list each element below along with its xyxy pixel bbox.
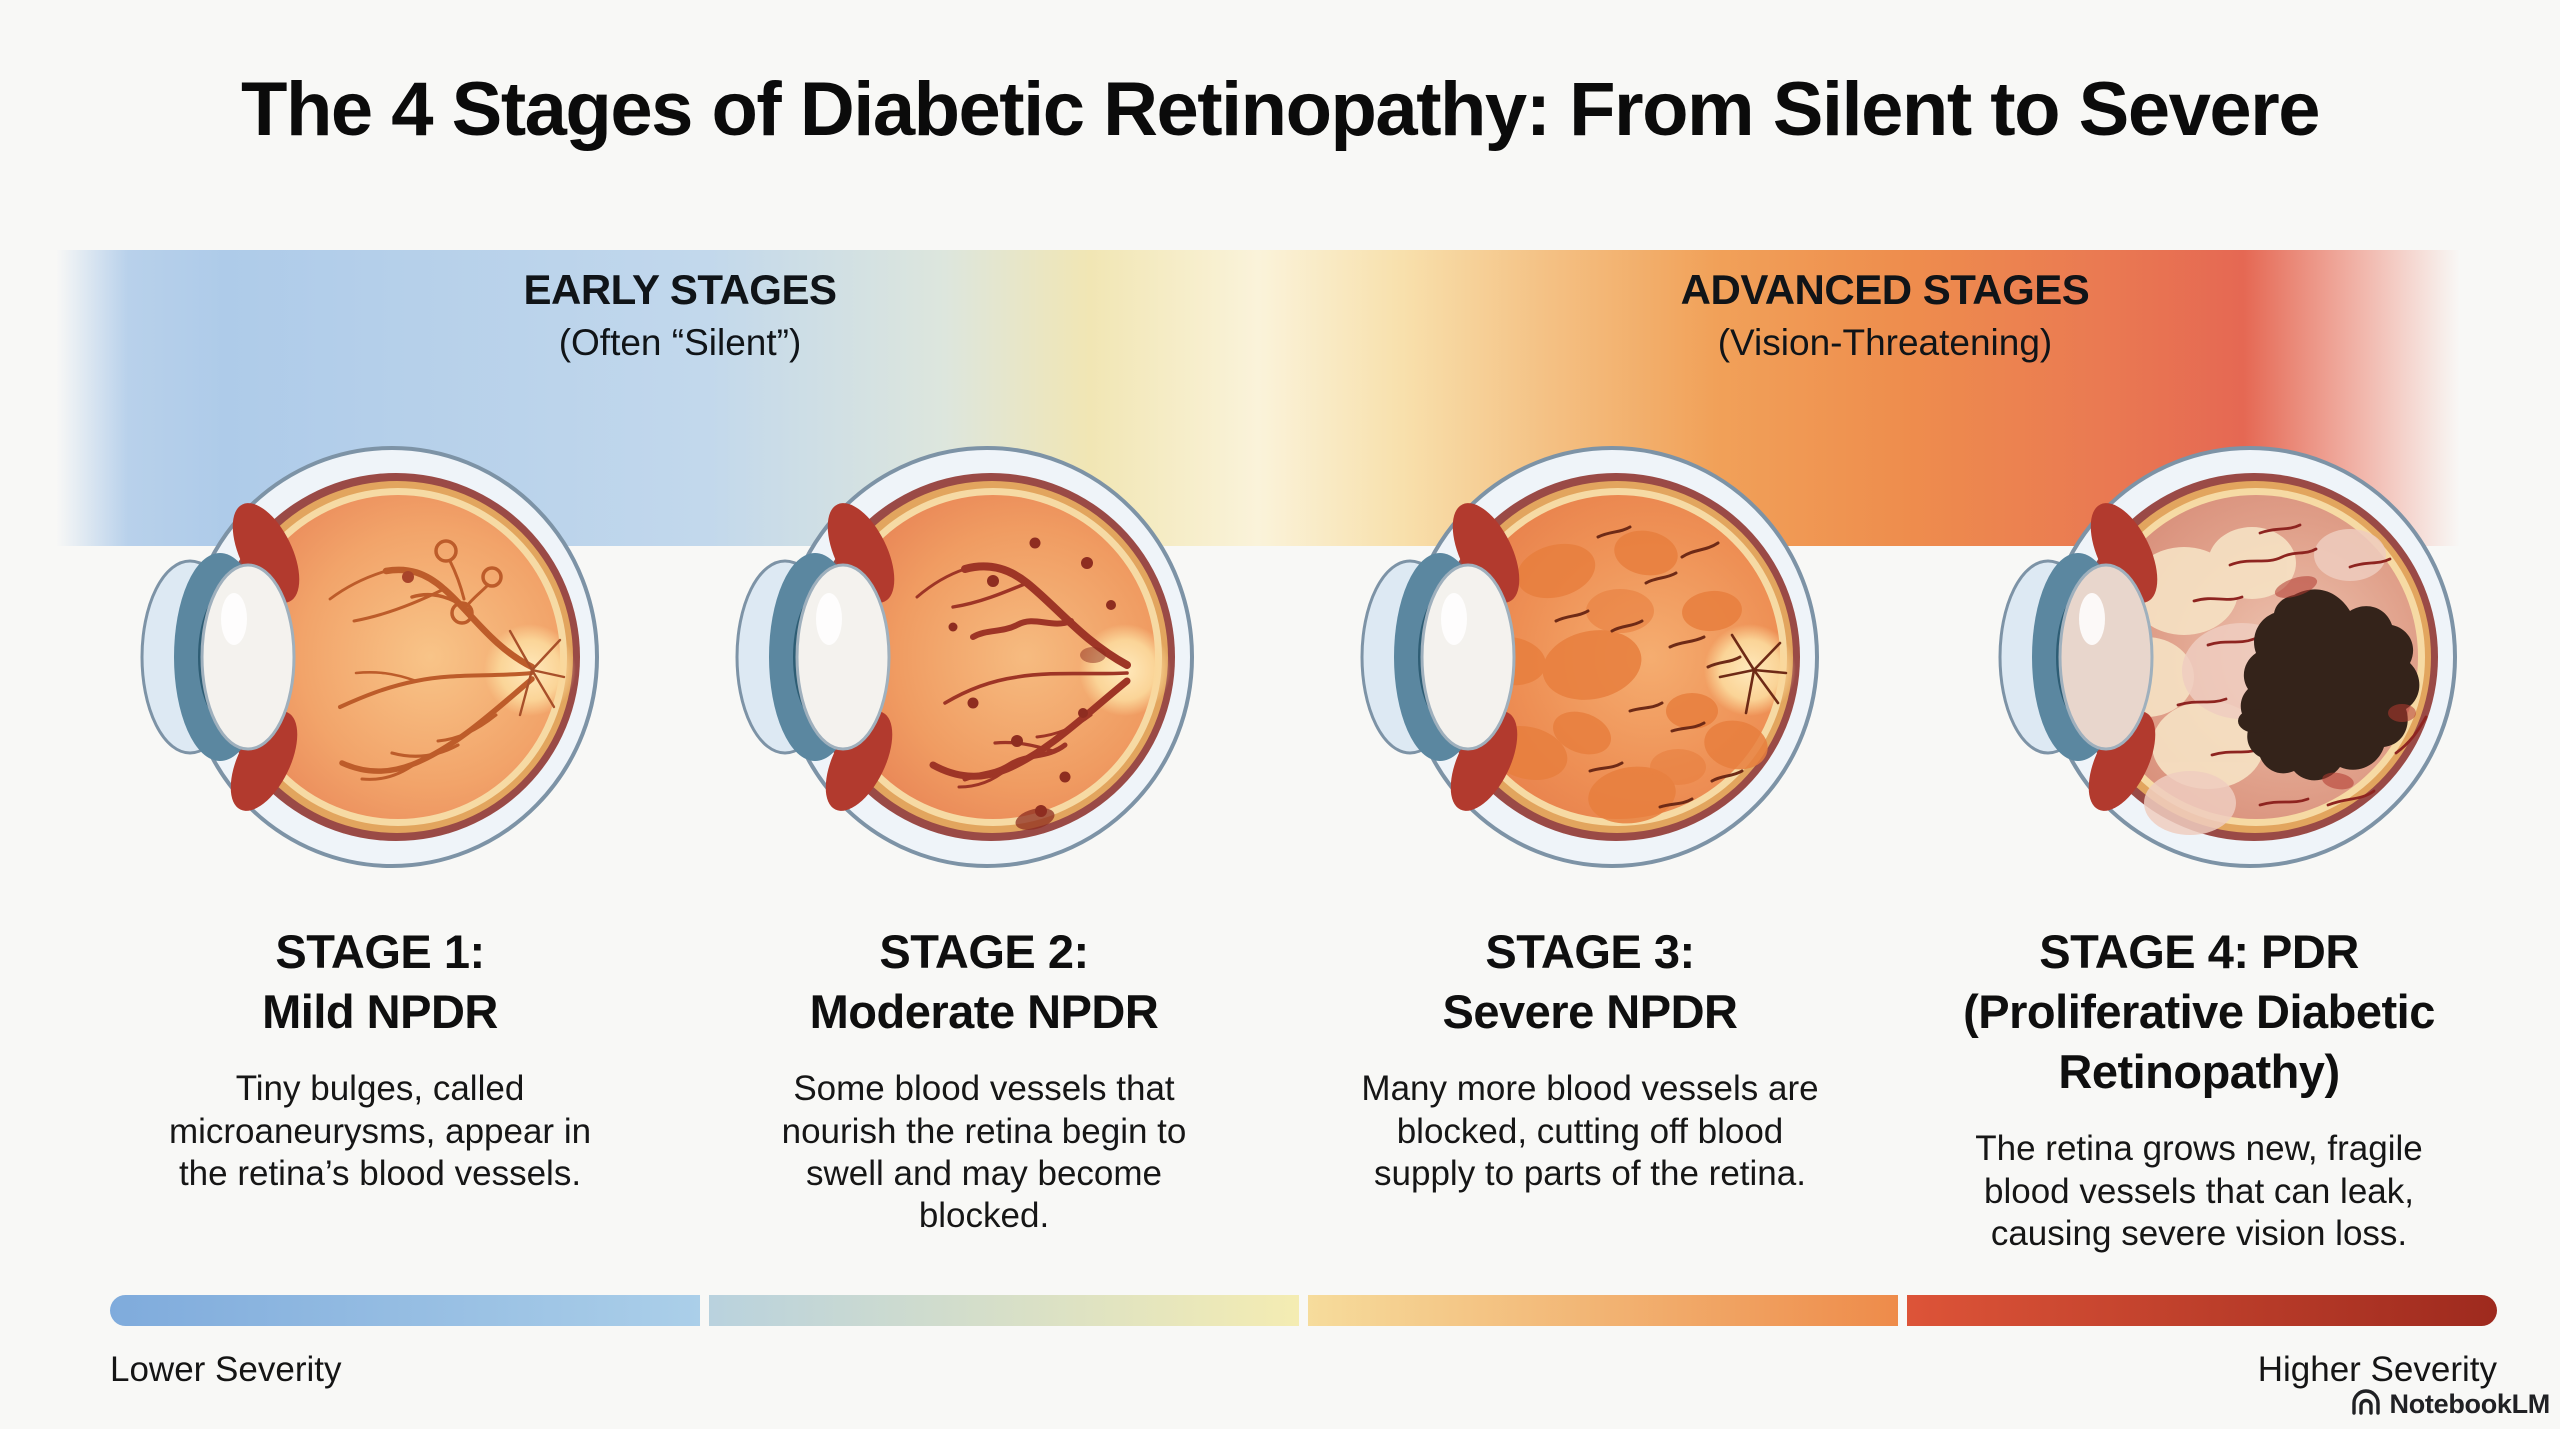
severity-segment-1 [110, 1295, 700, 1326]
section-header-advanced-stages: ADVANCED STAGES (Vision-Threatening) [1585, 266, 2185, 364]
severity-segment-4 [1907, 1295, 2497, 1326]
section-header-early-stages: EARLY STAGES (Often “Silent”) [380, 266, 980, 364]
eye-illustration-stage-2 [735, 415, 1195, 900]
stage-3-heading: STAGE 3: Severe NPDR [1442, 925, 1738, 1039]
severity-scale-bar [110, 1295, 2497, 1326]
stage-4-description: The retina grows new, fragile blood vess… [1975, 1129, 2423, 1254]
stage-2-heading: STAGE 2: Moderate NPDR [809, 925, 1159, 1039]
early-stages-label: EARLY STAGES [523, 266, 837, 313]
eye-illustration-stage-4 [1998, 415, 2458, 900]
eye-illustration-stage-3 [1360, 415, 1820, 900]
advanced-stages-label: ADVANCED STAGES [1680, 266, 2090, 313]
stage-2-description: Some blood vessels that nourish the reti… [781, 1069, 1187, 1236]
eye-cross-section-icon [1360, 446, 1819, 868]
stage-3-description: Many more blood vessels are blocked, cut… [1361, 1069, 1819, 1193]
stage-2-column: STAGE 2: Moderate NPDR Some blood vessel… [694, 922, 1274, 1238]
eye-cross-section-icon [735, 446, 1194, 868]
stage-1-description: Tiny bulges, called microaneurysms, appe… [168, 1069, 592, 1193]
eye-cross-section-icon [1998, 446, 2457, 868]
stage-1-heading: STAGE 1: Mild NPDR [262, 925, 498, 1039]
severity-segment-2 [709, 1295, 1299, 1326]
notebooklm-logo-icon [2351, 1389, 2380, 1415]
eye-illustration-stage-1 [140, 415, 600, 900]
page-title: The 4 Stages of Diabetic Retinopathy: Fr… [241, 67, 2320, 152]
notebooklm-label: NotebookLM [2389, 1388, 2551, 1419]
notebooklm-watermark: NotebookLM [2350, 1388, 2550, 1420]
advanced-stages-sublabel: (Vision-Threatening) [1717, 322, 2053, 363]
stage-3-column: STAGE 3: Severe NPDR Many more blood ves… [1300, 922, 1880, 1195]
severity-segment-3 [1308, 1295, 1898, 1326]
early-stages-sublabel: (Often “Silent”) [558, 322, 802, 363]
lower-severity-label: Lower Severity [110, 1350, 342, 1389]
higher-severity-label: Higher Severity [2257, 1350, 2497, 1389]
eye-cross-section-icon [140, 446, 599, 868]
stage-4-heading: STAGE 4: PDR (Proliferative Diabetic Ret… [1963, 925, 2435, 1099]
stage-1-column: STAGE 1: Mild NPDR Tiny bulges, called m… [90, 922, 670, 1195]
stage-4-column: STAGE 4: PDR (Proliferative Diabetic Ret… [1909, 922, 2489, 1256]
